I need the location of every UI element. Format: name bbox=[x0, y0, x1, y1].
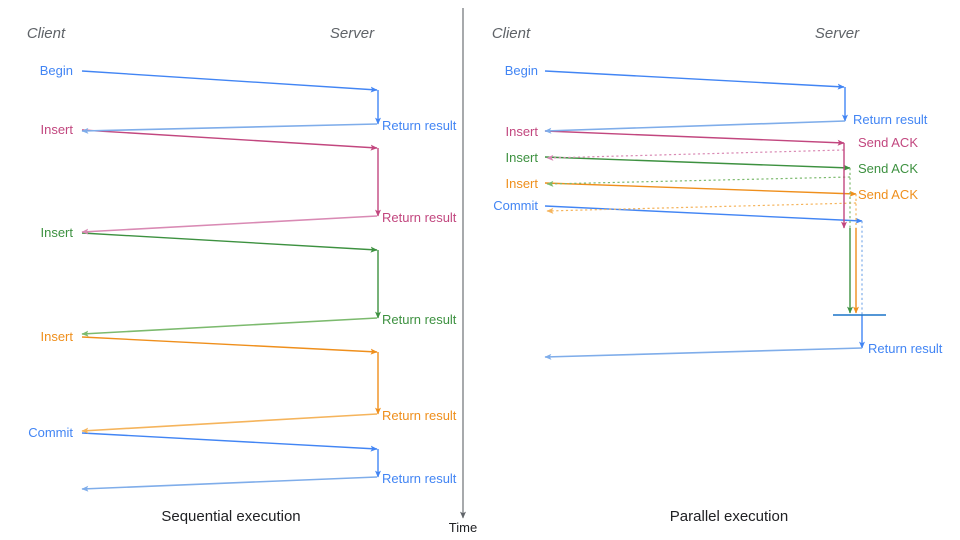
client-message-label-0: Begin bbox=[505, 63, 538, 78]
server-message-label-3: Return result bbox=[382, 408, 457, 423]
begin-response-arrow bbox=[81, 123, 378, 134]
client-message-label-4: Commit bbox=[28, 425, 73, 440]
panel-caption-parallel: Parallel execution bbox=[670, 508, 788, 525]
insert3-request-arrow bbox=[81, 336, 378, 355]
server-message-label-4: Return result bbox=[868, 341, 943, 356]
client-message-label-3: Insert bbox=[40, 329, 73, 344]
server-message-label-0: Return result bbox=[853, 112, 928, 127]
client-message-label-1: Insert bbox=[505, 124, 538, 139]
commit-request-arrow bbox=[81, 432, 378, 452]
insert1-request-arrow bbox=[544, 130, 845, 146]
insert3-ack-arrow bbox=[546, 202, 857, 214]
lane-title-server: Server bbox=[815, 25, 860, 42]
begin-request-arrow bbox=[544, 70, 845, 90]
client-message-label-2: Insert bbox=[40, 225, 73, 240]
server-message-label-3: Send ACK bbox=[858, 187, 918, 202]
time-axis-layer: Time bbox=[449, 8, 477, 535]
insert1-ack-arrow bbox=[546, 149, 845, 161]
client-message-label-2: Insert bbox=[505, 150, 538, 165]
insert2-response-arrow bbox=[81, 317, 378, 337]
client-message-label-0: Begin bbox=[40, 63, 73, 78]
server-message-label-2: Send ACK bbox=[858, 161, 918, 176]
panel-caption-sequential: Sequential execution bbox=[161, 508, 300, 525]
insert3-request-arrow bbox=[544, 182, 857, 197]
server-message-label-1: Return result bbox=[382, 210, 457, 225]
insert1-response-arrow bbox=[81, 215, 378, 235]
server-message-label-0: Return result bbox=[382, 118, 457, 133]
time-axis-label: Time bbox=[449, 520, 477, 535]
client-message-label-3: Insert bbox=[505, 176, 538, 191]
lane-title-client: Client bbox=[27, 25, 66, 42]
lane-title-client: Client bbox=[492, 25, 531, 42]
insert2-request-arrow bbox=[544, 156, 851, 171]
server-message-label-2: Return result bbox=[382, 312, 457, 327]
server-message-label-4: Return result bbox=[382, 471, 457, 486]
client-message-label-4: Commit bbox=[493, 198, 538, 213]
insert2-request-arrow bbox=[81, 232, 378, 253]
lane-title-server: Server bbox=[330, 25, 375, 42]
commit-response-arrow bbox=[81, 476, 378, 492]
client-message-label-1: Insert bbox=[40, 122, 73, 137]
begin-response-arrow bbox=[544, 120, 846, 134]
begin-request-arrow bbox=[81, 70, 378, 93]
commit-response-arrow bbox=[544, 347, 863, 360]
commit-request-arrow bbox=[544, 205, 863, 224]
insert3-response-arrow bbox=[81, 413, 378, 434]
server-message-label-1: Send ACK bbox=[858, 135, 918, 150]
insert2-ack-arrow bbox=[546, 176, 851, 187]
insert1-request-arrow bbox=[81, 129, 378, 151]
